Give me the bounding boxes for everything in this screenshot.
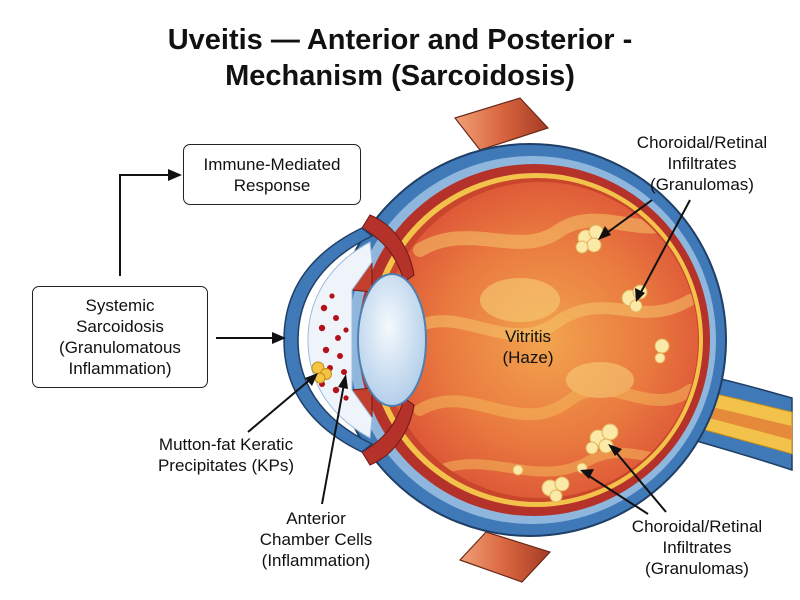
anterior-line-3: (Inflammation)	[261, 551, 371, 570]
immune-response-box: Immune-Mediated Response	[183, 144, 361, 205]
granuloma-1	[575, 224, 604, 254]
choroidal-top-line-2: Infiltrates	[667, 154, 737, 173]
immune-line-2: Response	[233, 175, 311, 195]
granuloma-5	[541, 476, 570, 503]
ciliary-body	[361, 214, 415, 283]
granuloma-4	[585, 423, 619, 455]
superior-muscle	[453, 97, 550, 151]
keratic-precipitates-label: Mutton-fat Keratic Precipitates (KPs)	[128, 434, 324, 476]
arrow-to-anterior-cells	[321, 383, 345, 505]
anterior-line-2: Chamber Cells	[259, 530, 373, 549]
keratic-precipitates	[311, 361, 332, 384]
anterior-chamber-cells	[318, 293, 349, 401]
choroidal-infiltrates-label-top: Choroidal/Retinal Infiltrates (Granuloma…	[612, 132, 792, 195]
keratic-line-2: Precipitates (KPs)	[157, 456, 295, 475]
vitritis-line-2: (Haze)	[502, 348, 554, 367]
anterior-chamber-cells-label: Anterior Chamber Cells (Inflammation)	[236, 508, 396, 571]
systemic-line-3: (Granulomatous	[59, 338, 181, 357]
choroidal-infiltrates-label-bottom: Choroidal/Retinal Infiltrates (Granuloma…	[597, 516, 797, 579]
vitreous	[382, 182, 698, 498]
page-title: Uveitis — Anterior and Posterior - Mecha…	[0, 22, 800, 94]
arrow-to-keratic	[247, 377, 313, 433]
granuloma-6	[512, 464, 524, 476]
choroidal-top-line-3: (Granulomas)	[650, 175, 754, 194]
systemic-line-4: Inflammation)	[68, 359, 172, 378]
anterior-line-1: Anterior	[286, 509, 346, 528]
granulomas	[512, 224, 670, 503]
arrow-to-granuloma-top-1	[603, 199, 653, 236]
choroidal-bottom-line-2: Infiltrates	[662, 538, 732, 557]
granuloma-3	[654, 338, 670, 364]
choroidal-top-line-1: Choroidal/Retinal	[636, 133, 768, 152]
choroidal-bottom-line-3: (Granulomas)	[645, 559, 749, 578]
vitritis-label: Vitritis (Haze)	[478, 326, 578, 368]
title-line-1: Uveitis — Anterior and Posterior -	[167, 24, 633, 56]
arrow-to-granuloma-bottom-2	[585, 473, 649, 515]
inferior-muscle	[458, 531, 552, 583]
systemic-line-1: Systemic	[85, 296, 155, 315]
choroidal-bottom-line-1: Choroidal/Retinal	[631, 517, 763, 536]
title-line-2: Mechanism (Sarcoidosis)	[225, 60, 575, 92]
arrow-to-granuloma-bottom-1	[613, 449, 667, 513]
cornea	[283, 227, 374, 453]
systemic-sarcoidosis-box: Systemic Sarcoidosis (Granulomatous Infl…	[32, 286, 208, 388]
arrow-systemic-to-immune	[119, 174, 172, 276]
systemic-line-2: Sarcoidosis	[76, 317, 164, 336]
immune-line-1: Immune-Mediated	[203, 154, 341, 174]
keratic-line-1: Mutton-fat Keratic	[158, 435, 294, 454]
arrow-to-granuloma-top-2	[639, 199, 691, 295]
lens	[357, 273, 427, 407]
vitritis-line-1: Vitritis	[505, 327, 551, 346]
